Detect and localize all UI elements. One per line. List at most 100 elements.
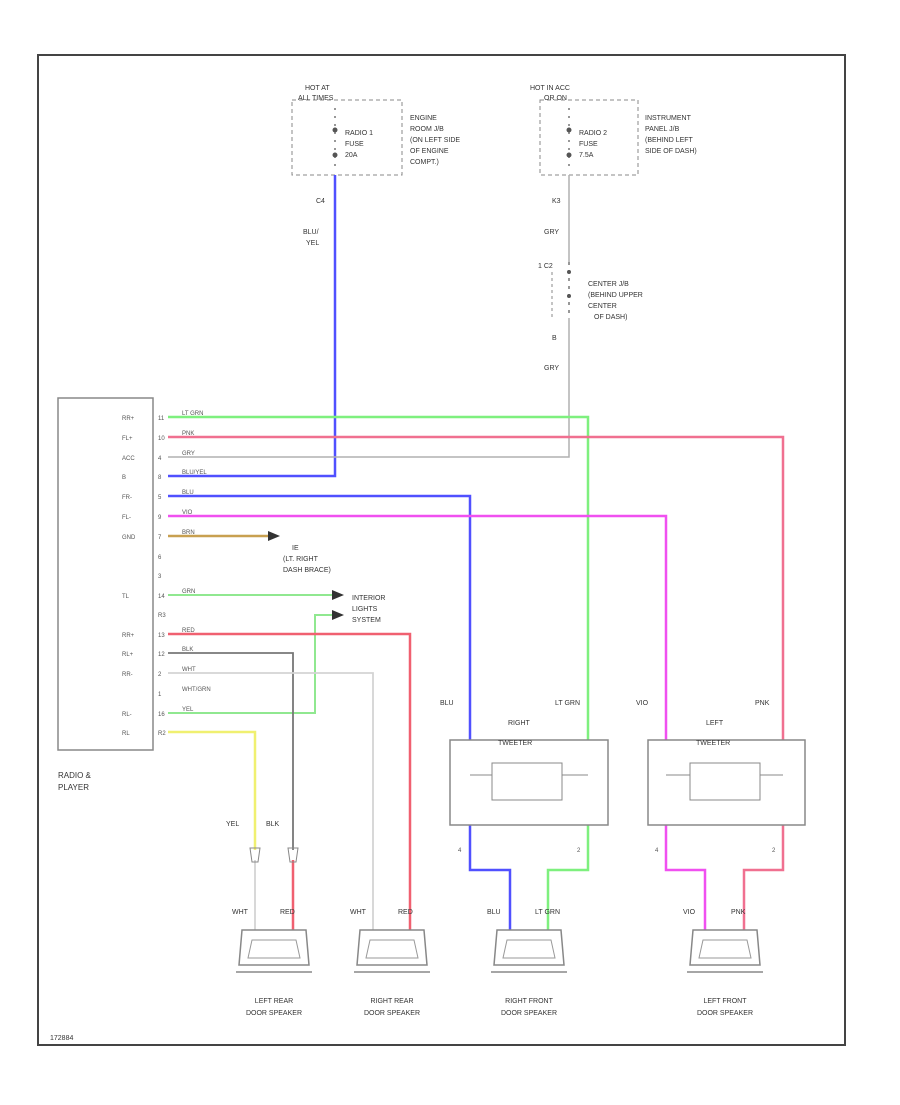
radio-pin-wire-color: LT GRN: [182, 411, 203, 417]
radio-pin-name: RR-: [122, 672, 133, 678]
interior-lights-label-1: INTERIOR: [352, 595, 385, 602]
right-fuse-box: [539, 99, 639, 176]
left-tweeter-right-wire-label: PNK: [755, 700, 770, 707]
left-tweeter-right-pin: 2: [772, 848, 776, 854]
right-tweeter-name-2: TWEETER: [498, 740, 532, 747]
diagram-frame: [37, 54, 846, 1046]
ground-label-1: IE: [292, 545, 299, 552]
radio-pin-number: 16: [158, 712, 165, 718]
right-fuse-connector: K3: [552, 198, 561, 205]
right-tweeter: BLU LT GRN RIGHT TWEETER 4 2: [440, 700, 609, 854]
door-speaker-name-2: DOOR SPEAKER: [697, 1010, 753, 1017]
radio-pin-name: FL+: [122, 436, 133, 442]
radio-pin-name: FL-: [122, 515, 131, 521]
right-fuse-text-3: 7.5A: [579, 152, 594, 159]
interior-lights-arrow-1: [332, 590, 344, 600]
right-fuse-location-4: SIDE OF DASH): [645, 148, 697, 155]
door-speaker-body: [689, 929, 761, 966]
wire-blu-yel: [168, 175, 337, 478]
door-speaker-wire-1: VIO: [683, 909, 696, 916]
wire-gry-feed: [168, 175, 570, 458]
right-fuse-hot-label-1: HOT IN ACC: [530, 85, 570, 92]
rear-connector-right: [287, 847, 299, 863]
right-tweeter-left-wire-label: BLU: [440, 700, 454, 707]
wire-pnk-lf: [742, 825, 785, 930]
radio-pin-number: 7: [158, 535, 162, 541]
interior-lights-label-3: SYSTEM: [352, 617, 381, 624]
door-speaker-name-1: LEFT REAR: [255, 998, 293, 1005]
wire-label-blu-yel-1: BLU/: [303, 229, 319, 236]
radio-pin-number: 12: [158, 652, 165, 658]
door-speaker-wire-1: BLU: [487, 909, 501, 916]
left-tweeter-name-2: TWEETER: [696, 740, 730, 747]
door-speaker-name-1: LEFT FRONT: [703, 998, 747, 1005]
radio-title-2: PLAYER: [58, 783, 89, 792]
left-tweeter-left-wire-label: VIO: [636, 700, 649, 707]
radio-pin-number: 1: [158, 692, 162, 698]
wire-label-blu-yel-2: YEL: [306, 240, 319, 247]
wire-lt-grn-rf: [546, 825, 590, 930]
right-tweeter-right-pin: 2: [577, 848, 581, 854]
door-speaker-wire-2: RED: [280, 909, 295, 916]
radio-pin-name: GND: [122, 535, 136, 541]
right-fuse-text-2: FUSE: [579, 141, 598, 148]
left-tweeter: VIO PNK LEFT TWEETER 4 2: [636, 700, 806, 854]
interior-lights-arrow-2: [332, 610, 344, 620]
right-tweeter-right-wire-label: LT GRN: [555, 700, 580, 707]
door-speaker-name-2: DOOR SPEAKER: [501, 1010, 557, 1017]
door-speaker-wire-2: PNK: [731, 909, 746, 916]
door-speaker-name-1: RIGHT REAR: [370, 998, 413, 1005]
radio-pin-wire-color: RED: [182, 628, 195, 634]
left-tweeter-left-pin: 4: [655, 848, 659, 854]
radio-pin-name: RR+: [122, 633, 135, 639]
right-fuse-location-2: PANEL J/B: [645, 126, 680, 133]
radio-pin-name: RL+: [122, 652, 134, 658]
footer-code: 172884: [50, 1035, 73, 1042]
door-speaker-body: [493, 929, 565, 966]
radio-pin-number: 14: [158, 594, 165, 600]
left-fuse-text-1: RADIO 1: [345, 130, 373, 137]
wire-lt-grn: [168, 415, 590, 740]
wire-blu: [168, 494, 472, 740]
rear-connector-left: [249, 847, 261, 863]
radio-pin-number: 5: [158, 495, 162, 501]
left-fuse-location-1: ENGINE: [410, 115, 437, 122]
radio-pin-wire-color: GRY: [182, 451, 195, 457]
right-fuse-bottom-terminal: [566, 152, 572, 158]
right-fuse-hot-label-2: OR ON: [544, 95, 567, 102]
wire-blu-rf: [468, 825, 512, 930]
center-jb-location-1: CENTER J/B: [588, 281, 629, 288]
center-jb-bottom-connector: B: [552, 335, 557, 342]
left-tweeter-element: [689, 762, 761, 801]
right-tweeter-element: [491, 762, 563, 801]
right-fuse-top-terminal: [566, 127, 572, 133]
door-speaker-wire-1: WHT: [350, 909, 367, 916]
right-fuse-location-1: INSTRUMENT: [645, 115, 692, 122]
left-fuse-box: [291, 99, 403, 176]
left-fuse-text-3: 20A: [345, 152, 358, 159]
radio-title-1: RADIO &: [58, 771, 92, 780]
radio-pin-wire-color: GRN: [182, 589, 195, 595]
door-speaker-name-2: DOOR SPEAKER: [364, 1010, 420, 1017]
ground-label-3: DASH BRACE): [283, 567, 331, 574]
left-fuse-text-2: FUSE: [345, 141, 364, 148]
right-fuse-block: HOT IN ACC OR ON RADIO 2 FUSE 7.5A INSTR…: [530, 85, 697, 205]
radio-pin-name: RR+: [122, 416, 135, 422]
radio-pin-number: 10: [158, 436, 165, 442]
center-jb-location-3: CENTER: [588, 303, 617, 310]
left-fuse-location-4: OF ENGINE: [410, 148, 449, 155]
radio-pin-wire-color: PNK: [182, 431, 194, 437]
radio-pin-number: 4: [158, 456, 162, 462]
rear-connector-blk-label: BLK: [266, 821, 280, 828]
door-speaker-body: [238, 929, 310, 966]
wire-blk: [168, 652, 294, 850]
left-fuse-hot-label-1: HOT AT: [305, 85, 330, 92]
wire-pnk: [168, 435, 785, 740]
interior-lights-label-2: LIGHTS: [352, 606, 378, 613]
left-fuse-location-5: COMPT.): [410, 159, 439, 166]
radio-pin-number: 8: [158, 475, 162, 481]
wire-wht-rr: [168, 672, 374, 930]
